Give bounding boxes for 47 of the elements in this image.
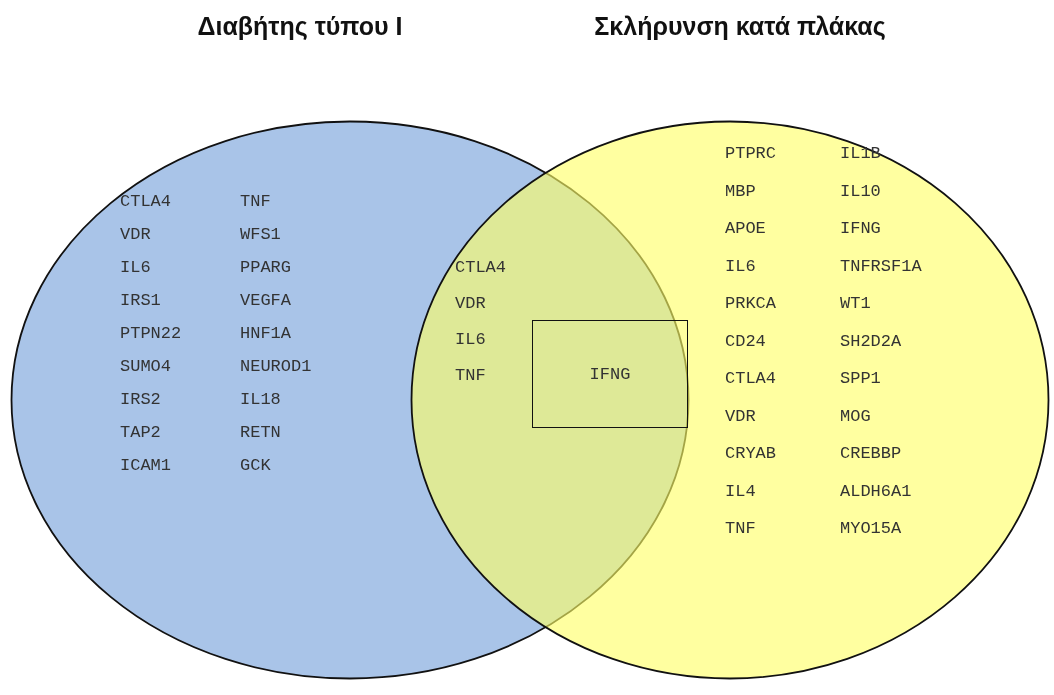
gene-label: IL6: [455, 330, 486, 349]
gene-label: CTLA4: [725, 369, 776, 388]
gene-label: SPP1: [840, 369, 881, 388]
gene-label: TAP2: [120, 423, 161, 442]
gene-label: RETN: [240, 423, 281, 442]
gene-label: IL1B: [840, 144, 881, 163]
gene-label: IL10: [840, 181, 881, 201]
highlight-box: IFNG: [532, 320, 688, 428]
gene-label: VDR: [120, 225, 151, 244]
gene-label: CTLA4: [120, 192, 171, 211]
gene-label: VDR: [725, 406, 756, 426]
gene-label: IL4: [725, 481, 756, 501]
gene-label: PTPN22: [120, 324, 182, 343]
gene-label: TNF: [455, 366, 486, 385]
gene-label: PRKCA: [725, 294, 776, 313]
gene-label: IFNG: [840, 219, 881, 238]
gene-label: MOG: [840, 406, 871, 426]
gene-label: ALDH6A1: [840, 481, 912, 501]
gene-label: APOE: [725, 219, 766, 238]
gene-label: SH2D2A: [840, 331, 902, 351]
gene-label: IL18: [240, 390, 281, 409]
gene-label: IRS1: [120, 291, 161, 310]
gene-label: VDR: [455, 294, 486, 313]
gene-label: TNF: [240, 192, 271, 211]
gene-label: CRYAB: [725, 444, 776, 463]
gene-label: HNF1A: [240, 324, 291, 343]
gene-label: NEUROD1: [240, 357, 312, 376]
gene-label: CREBBP: [840, 444, 902, 463]
gene-label: ICAM1: [120, 456, 171, 475]
gene-label: WFS1: [240, 225, 281, 244]
gene-label: MYO15A: [840, 519, 902, 538]
gene-label: TNFRSF1A: [840, 256, 922, 276]
gene-label: IL6: [725, 256, 756, 276]
gene-label: VEGFA: [240, 291, 291, 310]
gene-label: MBP: [725, 181, 756, 201]
gene-label: CTLA4: [455, 258, 506, 277]
gene-label: PPARG: [240, 258, 291, 277]
gene-label: TNF: [725, 519, 756, 538]
gene-label: PTPRC: [725, 144, 776, 163]
gene-label: GCK: [240, 456, 271, 475]
set-title: Σκλήρυνση κατά πλάκας: [594, 12, 886, 41]
gene-label: IRS2: [120, 390, 161, 409]
set-title: Διαβήτης τύπου Ι: [197, 12, 403, 41]
gene-label: SUMO4: [120, 357, 171, 376]
gene-label: IL6: [120, 258, 151, 277]
gene-label: CD24: [725, 331, 766, 351]
gene-label: WT1: [840, 294, 871, 313]
